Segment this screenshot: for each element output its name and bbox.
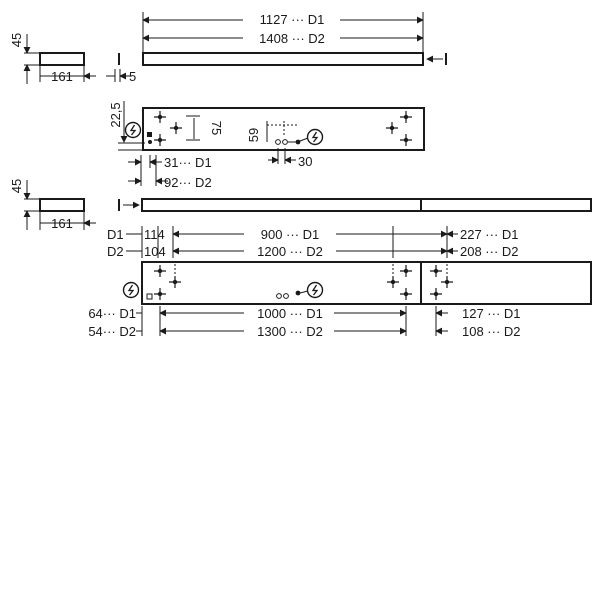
- height-59-label: 59: [246, 128, 261, 142]
- length-1408-d2-label: 1408 ··· D2: [259, 31, 325, 46]
- section1-plate: 59 75 22,5: [108, 101, 425, 151]
- terminal-square-icon: [146, 293, 153, 300]
- offset-92-d2-label: 92··· D2: [164, 175, 212, 190]
- spacing-30-label: 30: [298, 154, 312, 169]
- row-d1-start: 114: [144, 227, 165, 242]
- profile-top-view-1: [142, 52, 424, 66]
- section1-gap: 5: [106, 53, 136, 84]
- row-d2-middle: 1200 ··· D2: [257, 244, 323, 259]
- row-d2-start: 104: [144, 244, 166, 259]
- offset-31-d1-label: 31··· D1: [164, 155, 212, 170]
- section2-dimension-rows: D1 114 900 ··· D1 227 ··· D1 D2 104 1200…: [107, 226, 519, 259]
- bottom-d2-start: 54··· D2: [88, 324, 136, 339]
- bottom-d2-middle: 1300 ··· D2: [257, 324, 323, 339]
- row-d1-prefix: D1: [107, 227, 124, 242]
- row-d2-end: 208 ··· D2: [460, 244, 519, 259]
- power-connection-icon: [306, 128, 324, 146]
- height-45-label: 45: [9, 33, 24, 47]
- bottom-d2-end: 108 ··· D2: [462, 324, 521, 339]
- terminal-square-icon: [147, 132, 152, 137]
- profile-end-view-2: [39, 198, 85, 212]
- depth-161-label: 161: [51, 69, 73, 84]
- depth-161-label-2: 161: [51, 216, 73, 231]
- row-d1-middle: 900 ··· D1: [261, 227, 320, 242]
- height-22-5-label: 22,5: [108, 102, 123, 127]
- bottom-d1-start: 64··· D1: [88, 306, 136, 321]
- profile-top-view-2b: [420, 198, 592, 212]
- section1-lengths: 1127 ··· D1 1408 ··· D2: [142, 11, 424, 52]
- height-75-label: 75: [209, 121, 224, 135]
- row-d2-prefix: D2: [107, 244, 124, 259]
- section2-bottom-rows: 64··· D1 1000 ··· D1 127 ··· D1 54··· D2…: [88, 306, 521, 339]
- power-connection-icon: [306, 281, 324, 299]
- power-connection-icon: [122, 281, 140, 299]
- bottom-d1-end: 127 ··· D1: [462, 306, 521, 321]
- section2-plate: [122, 261, 592, 305]
- bottom-d1-middle: 1000 ··· D1: [257, 306, 323, 321]
- height-45-label-2: 45: [9, 179, 24, 193]
- mounting-plate-2: [141, 261, 592, 305]
- section1-end-view: 45 161: [9, 33, 96, 84]
- profile-end-view: [39, 52, 85, 66]
- profile-top-view-2a: [141, 198, 422, 212]
- section2-end-view: 45 161: [9, 179, 96, 231]
- row-d1-end: 227 ··· D1: [460, 227, 519, 242]
- section1-offsets: 31··· D1 92··· D2 30: [128, 148, 312, 190]
- gap-5-label: 5: [129, 69, 136, 84]
- power-connection-icon: [124, 121, 142, 139]
- length-1127-d1-label: 1127 ··· D1: [260, 12, 325, 27]
